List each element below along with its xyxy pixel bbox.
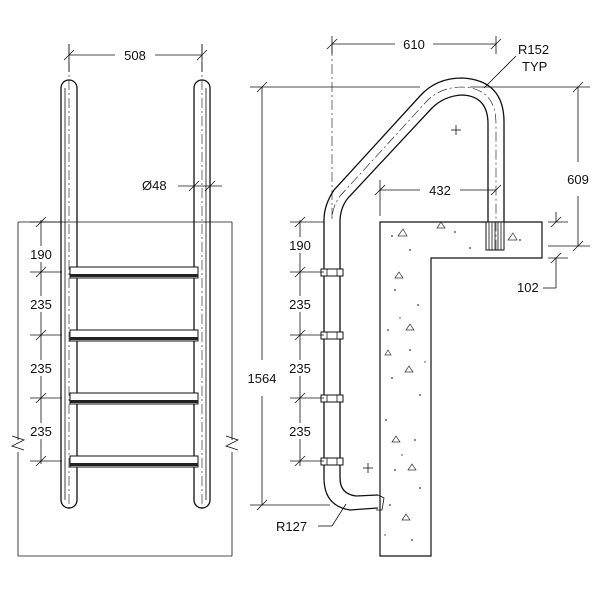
front-step-1: [69, 266, 199, 279]
front-view: 508 Ø48 190 235 23: [10, 44, 240, 557]
reach-dimension: 610: [326, 36, 502, 54]
front-diameter-label: Ø48: [142, 178, 167, 193]
total-height-label: 1564: [248, 371, 277, 386]
front-steps: [69, 266, 199, 468]
side-handrail: [323, 46, 505, 511]
front-width-label: 508: [124, 48, 146, 63]
front-spacing-4: 235: [30, 424, 52, 439]
side-spacing-2: 235: [289, 297, 311, 312]
height-above-deck-label: 609: [567, 172, 589, 187]
height-above-deck-dimension: 609: [470, 81, 590, 252]
front-width-dimension: 508: [63, 44, 208, 72]
side-spacing-3: 235: [289, 361, 311, 376]
front-spacing-3: 235: [30, 361, 52, 376]
front-left-rail: [60, 44, 78, 512]
side-step-2: [320, 331, 344, 340]
side-spacing-1: 190: [289, 238, 311, 253]
bottom-radius-callout: R127: [276, 503, 347, 534]
top-radius-callout: R152 TYP: [483, 42, 549, 89]
top-radius-note: TYP: [522, 59, 547, 74]
bottom-radius-label: R127: [276, 519, 307, 534]
side-spacing-dimensions: 190 235 235 235: [285, 216, 324, 467]
front-right-rail: [193, 44, 211, 512]
reach-label: 610: [403, 37, 425, 52]
front-diameter-dimension: Ø48: [142, 178, 222, 193]
side-step-4: [320, 457, 344, 466]
deck-offset-label: 432: [429, 183, 451, 198]
front-spacing-1: 190: [30, 247, 52, 262]
anchor-socket: [485, 221, 505, 251]
anchor-depth-label: 102: [517, 280, 539, 295]
concrete-wall: [379, 221, 543, 557]
side-spacing-4: 235: [289, 424, 311, 439]
front-step-3: [69, 392, 199, 405]
front-spacing-2: 235: [30, 297, 52, 312]
front-pool-outline: [10, 221, 240, 557]
front-step-4: [69, 455, 199, 468]
anchor-depth-dimension: 102: [517, 212, 568, 295]
side-step-3: [320, 394, 344, 403]
total-height-dimension: 1564: [248, 81, 420, 511]
front-step-2: [69, 329, 199, 342]
front-spacing-dimensions: 190 235 235 235: [26, 216, 62, 467]
side-view: 610 R152 TYP 432 609: [248, 36, 590, 557]
top-radius-label: R152: [518, 42, 549, 57]
deck-offset-dimension: 432: [374, 180, 502, 216]
side-step-1: [320, 268, 344, 277]
concrete-texture: [384, 221, 521, 541]
side-steps: [320, 268, 344, 466]
